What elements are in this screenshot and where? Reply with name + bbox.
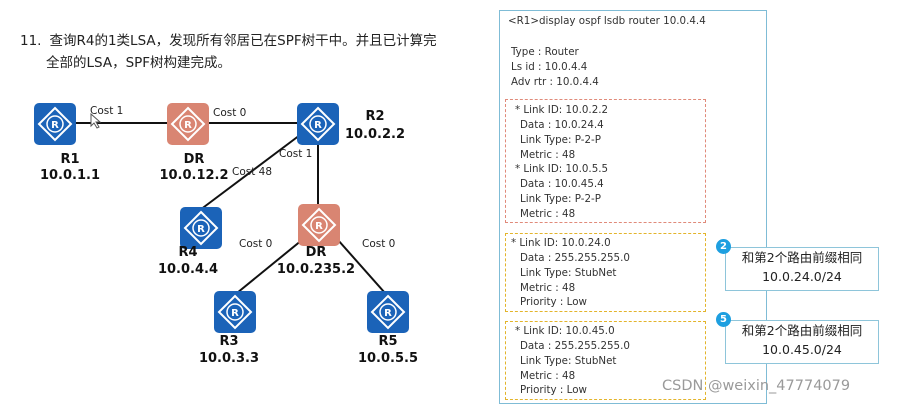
cost-dr1-r2: Cost 0 bbox=[213, 107, 247, 119]
callout-2-badge: 5 bbox=[716, 312, 731, 327]
router-r4-icon: R bbox=[180, 207, 222, 249]
lsdb-lsid: Ls id : 10.0.4.4 bbox=[511, 61, 588, 73]
link4-type: Link Type: StubNet bbox=[520, 355, 617, 367]
router-dr1-icon: R bbox=[167, 103, 209, 145]
question-line-2: 全部的LSA，SPF树构建完成。 bbox=[46, 55, 232, 71]
router-r3-ip: 10.0.3.3 bbox=[198, 351, 260, 366]
router-r5-icon: R bbox=[367, 291, 409, 333]
question-text: 11. 查询R4的1类LSA，发现所有邻居已在SPF树干中。并且已计算完 全部的L… bbox=[20, 30, 450, 74]
callout-2: 和第2个路由前缀相同 10.0.45.0/24 bbox=[725, 320, 879, 364]
router-r3-icon: R bbox=[214, 291, 256, 333]
callout-1-prefix: 10.0.24.0/24 bbox=[762, 269, 842, 284]
link1-type: Link Type: P-2-P bbox=[520, 134, 601, 146]
link4-priority: Priority : Low bbox=[520, 384, 587, 396]
link4-data: Data : 255.255.255.0 bbox=[520, 340, 630, 352]
router-r2-glyph: R bbox=[314, 120, 322, 131]
router-r5-glyph: R bbox=[384, 308, 392, 319]
router-r2-icon: R bbox=[297, 103, 339, 145]
link-r4-r2 bbox=[199, 134, 301, 211]
p2p-links-box bbox=[505, 99, 706, 223]
stub-link-1-box bbox=[505, 233, 706, 312]
question-number: 11. bbox=[20, 33, 42, 49]
router-r4-ip: 10.0.4.4 bbox=[157, 262, 219, 277]
cost-r1-dr1: Cost 1 bbox=[90, 105, 124, 117]
router-r4-name: R4 bbox=[178, 245, 198, 260]
link4-metric: Metric : 48 bbox=[520, 370, 576, 382]
router-dr1-name: DR bbox=[183, 152, 205, 167]
cost-r4-r2: Cost 48 bbox=[232, 166, 273, 178]
router-dr2-icon: R bbox=[298, 204, 340, 246]
link1-data: Data : 10.0.24.4 bbox=[520, 119, 604, 131]
link2-data: Data : 10.0.45.4 bbox=[520, 178, 604, 190]
stub-link-2-box bbox=[505, 321, 706, 400]
link-dr2-r5 bbox=[337, 239, 386, 294]
router-dr2-name: DR bbox=[305, 245, 327, 260]
router-r2-ip: 10.0.2.2 bbox=[344, 127, 406, 142]
router-r1-glyph: R bbox=[51, 120, 59, 131]
callout-1-text: 和第2个路由前缀相同 bbox=[741, 250, 863, 265]
lsdb-advrtr: Adv rtr : 10.0.4.4 bbox=[511, 76, 599, 88]
link1-metric: Metric : 48 bbox=[520, 149, 576, 161]
cursor-icon bbox=[90, 113, 102, 129]
callout-1-badge: 2 bbox=[716, 239, 731, 254]
lsdb-type: Type : Router bbox=[511, 46, 579, 58]
router-r3-glyph: R bbox=[231, 308, 239, 319]
callout-2-prefix: 10.0.45.0/24 bbox=[762, 342, 842, 357]
router-r1-icon: R bbox=[34, 103, 76, 145]
link3-priority: Priority : Low bbox=[520, 296, 587, 308]
cost-r2-dr2: Cost 1 bbox=[279, 148, 313, 160]
question-line-1: 查询R4的1类LSA，发现所有邻居已在SPF树干中。并且已计算完 bbox=[49, 33, 437, 49]
router-r5-name: R5 bbox=[378, 334, 398, 349]
link2-id: * Link ID: 10.0.5.5 bbox=[515, 163, 609, 175]
router-r4-glyph: R bbox=[197, 224, 205, 235]
link2-type: Link Type: P-2-P bbox=[520, 193, 601, 205]
cost-dr2-r3: Cost 0 bbox=[239, 238, 273, 250]
cost-dr2-r5: Cost 0 bbox=[362, 238, 396, 250]
link3-metric: Metric : 48 bbox=[520, 282, 576, 294]
callout-1: 和第2个路由前缀相同 10.0.24.0/24 bbox=[725, 247, 879, 291]
link4-id: * Link ID: 10.0.45.0 bbox=[515, 325, 615, 337]
lsdb-command: <R1>display ospf lsdb router 10.0.4.4 bbox=[508, 15, 706, 27]
link1-id: * Link ID: 10.0.2.2 bbox=[515, 104, 609, 116]
router-r1-name: R1 bbox=[60, 152, 80, 167]
link-dr2-r3 bbox=[236, 239, 303, 294]
router-dr1-glyph: R bbox=[184, 120, 192, 131]
callout-2-text: 和第2个路由前缀相同 bbox=[741, 323, 863, 338]
link2-metric: Metric : 48 bbox=[520, 208, 576, 220]
router-dr2-ip: 10.0.235.2 bbox=[276, 262, 356, 277]
router-dr1-ip: 10.0.12.2 bbox=[159, 168, 229, 183]
link3-type: Link Type: StubNet bbox=[520, 267, 617, 279]
watermark: CSDN @weixin_47774079 bbox=[662, 378, 851, 394]
link3-id: * Link ID: 10.0.24.0 bbox=[511, 237, 611, 249]
router-r2-name: R2 bbox=[365, 109, 385, 124]
link3-data: Data : 255.255.255.0 bbox=[520, 252, 630, 264]
router-r5-ip: 10.0.5.5 bbox=[357, 351, 419, 366]
lsdb-panel bbox=[499, 10, 767, 404]
router-dr2-glyph: R bbox=[315, 221, 323, 232]
router-r1-ip: 10.0.1.1 bbox=[39, 168, 101, 183]
router-r3-name: R3 bbox=[219, 334, 239, 349]
